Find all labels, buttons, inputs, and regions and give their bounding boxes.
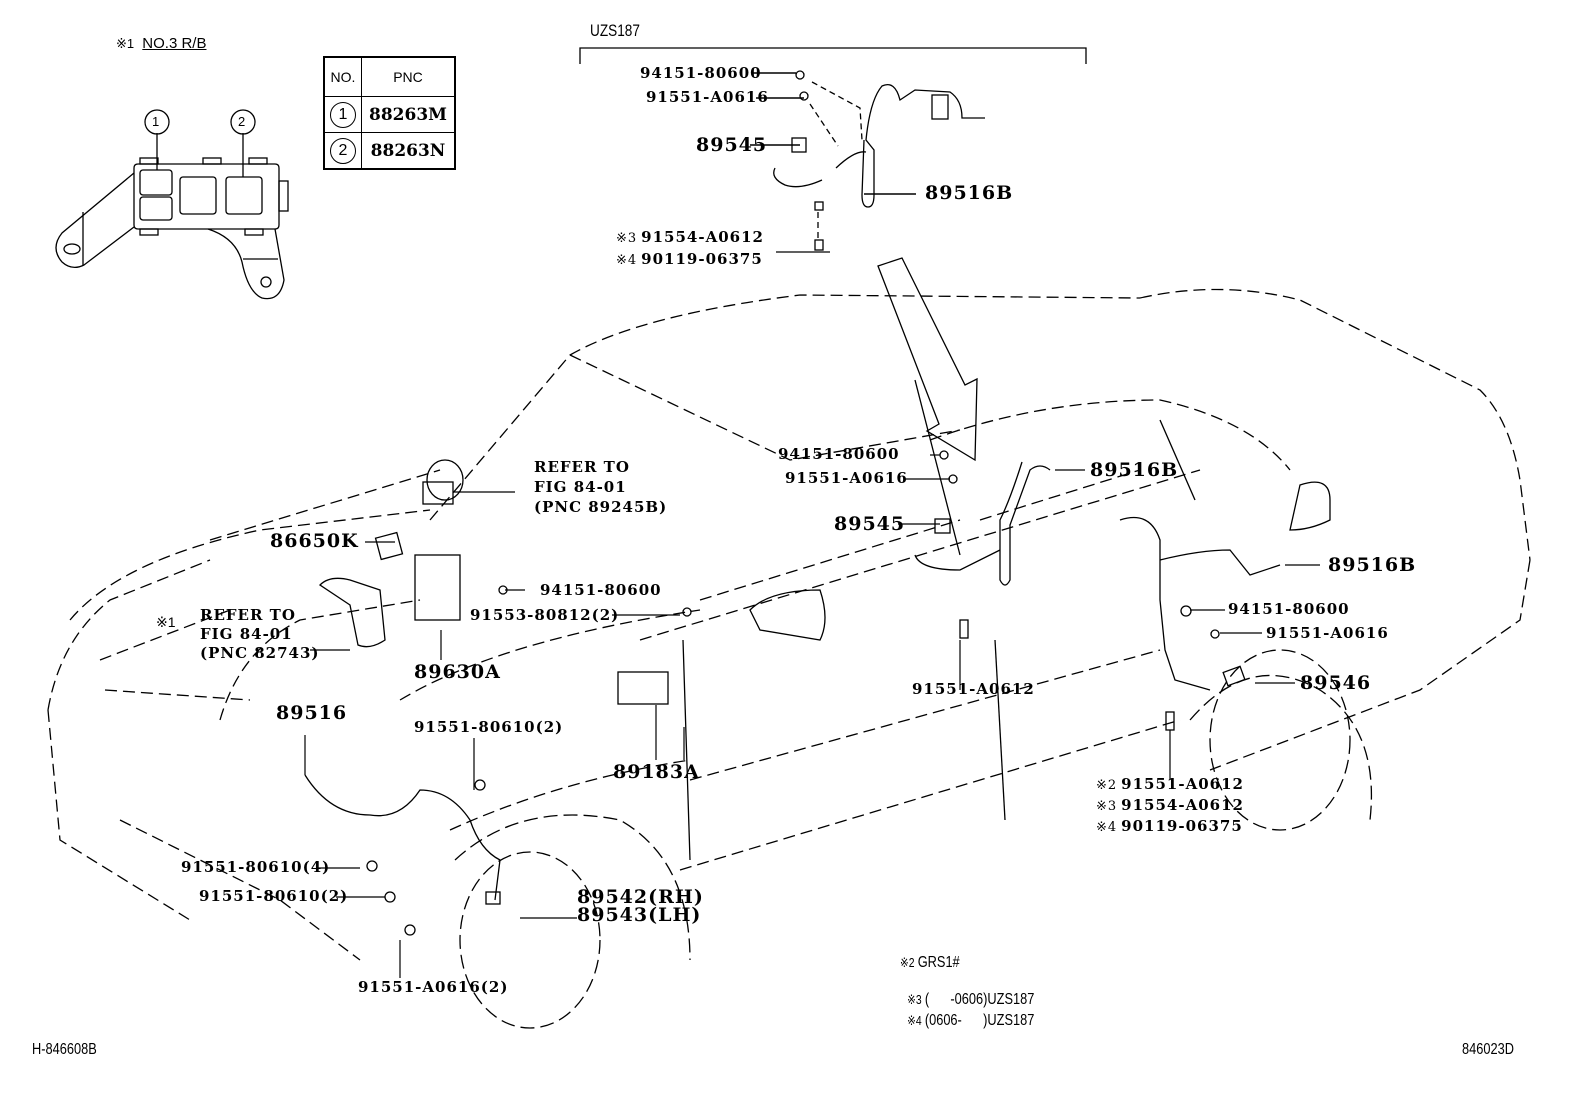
note-mark: ※2	[1096, 778, 1118, 793]
variant-group-label: UZS187	[590, 21, 640, 40]
refer-line-3: (PNC 89245B)	[534, 498, 668, 516]
part-label-91551-a0616[interactable]: 91551-A0616(2)	[358, 978, 509, 996]
footnote-3: ※3( -0606)UZS187	[900, 976, 1034, 1008]
callout-arrow	[877, 257, 978, 462]
footnote-text: GRS1#	[917, 954, 960, 971]
part-label-89516[interactable]: 89516	[276, 702, 348, 724]
component-sketches	[304, 450, 1281, 936]
part-label-94151-80600[interactable]: 94151-80600	[540, 581, 662, 599]
refer-line-1: REFER TO	[534, 458, 630, 476]
part-label-89546[interactable]: 89546	[1300, 672, 1372, 694]
part-label-91551-a0616[interactable]: 91551-A0616	[785, 469, 908, 487]
footnote-4: ※4(0606- )UZS187	[900, 997, 1034, 1029]
row-pnc[interactable]: 88263N	[361, 132, 456, 170]
figure-code-left: H-846608B	[32, 1041, 97, 1058]
note-mark: ※4	[1096, 820, 1118, 835]
note-mark: ※1	[116, 36, 135, 51]
header-pnc: PNC	[361, 56, 456, 97]
part-label-91551-80610[interactable]: 91551-80610(2)	[199, 887, 349, 905]
note-mark: ※2	[900, 955, 915, 970]
wheel-arches	[454, 649, 1373, 1029]
footnote-text: (0606- )UZS187	[924, 1012, 1035, 1029]
variant-bracket	[579, 47, 1087, 64]
relay-block-name: NO.3 R/B	[142, 35, 207, 52]
part-label-94151-80600[interactable]: 94151-80600	[640, 64, 762, 82]
part-label-90119-06375[interactable]: 90119-06375	[641, 250, 763, 268]
row-number: 1	[330, 101, 356, 128]
inset-harness-drawing	[750, 70, 985, 253]
refer-to-fig-2[interactable]: REFER TO FIG 84-01 (PNC 82743)	[200, 608, 320, 661]
part-label-89516b[interactable]: 89516B	[925, 182, 1014, 204]
refer-line-2: FIG 84-01	[200, 625, 293, 643]
part-label-91553-80812[interactable]: 91553-80812(2)	[470, 606, 620, 624]
note-mark: ※3	[907, 992, 922, 1007]
part-label-94151-80600[interactable]: 94151-80600	[1228, 600, 1350, 618]
part-label-91551-80610[interactable]: 91551-80610(2)	[414, 718, 564, 736]
part-label-89545[interactable]: 89545	[696, 134, 768, 156]
refer-line-2: FIG 84-01	[534, 478, 627, 496]
part-label-89545[interactable]: 89545	[834, 513, 906, 535]
note-mark: ※3	[1096, 799, 1118, 814]
refer-line-3: (PNC 82743)	[200, 644, 320, 662]
leader-lines	[304, 454, 1320, 978]
part-label-91551-a0612[interactable]: 91551-A0612	[912, 680, 1035, 698]
part-label-89542-rh[interactable]: 89542(RH)	[577, 886, 704, 908]
part-label-89183a[interactable]: 89183A	[613, 761, 700, 783]
relay-ref-mark: ※1	[156, 614, 176, 630]
table-row: 2 88263N	[323, 132, 456, 170]
part-label-90119-06375[interactable]: 90119-06375	[1121, 817, 1243, 835]
part-label-86650k[interactable]: 86650K	[270, 530, 359, 552]
part-label-89630a[interactable]: 89630A	[414, 661, 501, 683]
footnote-text: ( -0606)UZS187	[924, 991, 1035, 1008]
row-pnc[interactable]: 88263M	[361, 96, 456, 133]
relay-block-drawing	[55, 109, 289, 300]
pnc-table-header: NO. PNC	[323, 56, 456, 97]
part-label-89543-lh[interactable]: 89543(LH)	[577, 904, 702, 926]
callout-1: 1	[152, 114, 160, 129]
pnc-table: NO. PNC 1 88263M 2 88263N	[323, 56, 456, 170]
note-mark: ※4	[616, 253, 638, 268]
note-mark: ※4	[907, 1013, 922, 1028]
part-label-91551-80610[interactable]: 91551-80610(4)	[181, 858, 331, 876]
car-outline	[47, 288, 1531, 961]
car-solid-lines	[682, 379, 1331, 861]
part-label-89516b[interactable]: 89516B	[1090, 459, 1179, 481]
figure-code-right: 846023D	[1462, 1041, 1514, 1058]
table-row: 1 88263M	[323, 96, 456, 133]
note-mark: ※3	[616, 231, 638, 246]
part-label-89516b[interactable]: 89516B	[1328, 554, 1417, 576]
refer-line-1: REFER TO	[200, 606, 296, 624]
row-number: 2	[330, 137, 356, 164]
relay-block-title: ※1 NO.3 R/B	[116, 36, 206, 51]
part-label-94151-80600[interactable]: 94151-80600	[778, 445, 900, 463]
part-label-91551-a0612[interactable]: 91551-A0612	[1121, 775, 1244, 793]
callout-2: 2	[238, 114, 246, 129]
part-label-91554-a0612[interactable]: 91554-A0612	[641, 228, 764, 246]
header-no: NO.	[323, 56, 362, 97]
refer-to-fig-1[interactable]: REFER TO FIG 84-01 (PNC 89245B)	[534, 460, 667, 515]
part-label-91551-a0616[interactable]: 91551-A0616	[646, 88, 769, 106]
part-label-91554-a0612[interactable]: 91554-A0612	[1121, 796, 1244, 814]
part-label-91551-a0616[interactable]: 91551-A0616	[1266, 624, 1389, 642]
